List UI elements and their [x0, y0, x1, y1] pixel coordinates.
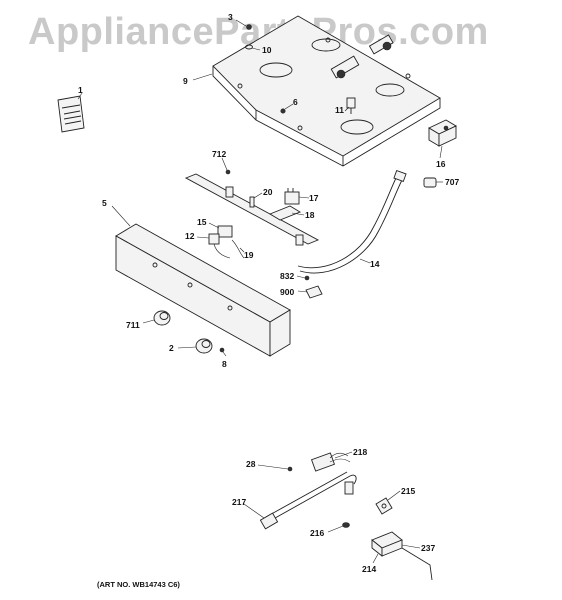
callout-18: 18	[305, 210, 315, 220]
burner-box-part[interactable]	[212, 15, 441, 167]
callout-12: 12	[185, 231, 195, 241]
owners-manual-part[interactable]	[57, 95, 85, 133]
callout-711: 711	[126, 320, 140, 330]
screw-part-3[interactable]	[246, 24, 252, 30]
callout-14: 14	[370, 259, 380, 269]
callout-15: 15	[197, 217, 207, 227]
leader-lines	[77, 19, 443, 564]
clip-part-707[interactable]	[423, 177, 437, 188]
callout-28: 28	[246, 459, 256, 469]
bracket-part-18[interactable]	[268, 205, 302, 221]
orifice-part-214[interactable]	[371, 531, 403, 557]
callout-20: 20	[263, 187, 273, 197]
callout-19: 19	[244, 250, 254, 260]
washer-part-10[interactable]	[245, 44, 253, 50]
callout-11: 11	[335, 105, 344, 115]
valve-part-15[interactable]	[217, 225, 233, 238]
callout-labels: 3109161171216707201751815121914832900711…	[78, 12, 459, 574]
valve-part-12[interactable]	[208, 233, 231, 259]
control-panel-part-5[interactable]	[115, 223, 291, 357]
valve-part-218[interactable]	[310, 452, 351, 472]
callout-712: 712	[212, 149, 226, 159]
tube-end[interactable]	[344, 481, 354, 495]
screw-part-712[interactable]	[225, 169, 231, 175]
screw-part-28[interactable]	[287, 466, 293, 472]
knob-part-711[interactable]	[153, 310, 171, 326]
callout-900: 900	[280, 287, 294, 297]
callout-832: 832	[280, 271, 294, 281]
gas-tube-part-14[interactable]	[297, 169, 407, 274]
bracket-part-215[interactable]	[375, 497, 393, 515]
bracket-part-11[interactable]	[346, 97, 356, 114]
callout-237: 237	[421, 543, 435, 553]
screw-part-6[interactable]	[280, 108, 286, 114]
callout-16: 16	[436, 159, 446, 169]
spark-module-part-16[interactable]	[428, 119, 457, 147]
callout-5: 5	[102, 198, 107, 208]
callout-6: 6	[293, 97, 298, 107]
callout-707: 707	[445, 177, 459, 187]
callout-215: 215	[401, 486, 415, 496]
knob-part-2[interactable]	[195, 338, 213, 354]
art-number: (ART NO. WB14743 C6)	[97, 580, 180, 589]
callout-3: 3	[228, 12, 233, 22]
screw-part-8[interactable]	[219, 347, 225, 353]
wire-part-19[interactable]	[231, 239, 245, 259]
callout-216: 216	[310, 528, 324, 538]
pin-part-20[interactable]	[249, 196, 255, 208]
gas-tube-part-217[interactable]	[259, 471, 357, 530]
callout-2: 2	[169, 343, 174, 353]
callout-217: 217	[232, 497, 246, 507]
switch-part-17[interactable]	[284, 188, 300, 205]
callout-9: 9	[183, 76, 188, 86]
callout-218: 218	[353, 447, 367, 457]
screw-part-832[interactable]	[304, 275, 310, 281]
nut-part-216[interactable]	[342, 522, 350, 528]
callout-17: 17	[309, 193, 319, 203]
callout-1: 1	[78, 85, 83, 95]
clamp-part-900[interactable]	[305, 285, 323, 299]
callout-10: 10	[262, 45, 272, 55]
callout-8: 8	[222, 359, 227, 369]
lead-part-237[interactable]	[401, 547, 433, 581]
callout-214: 214	[362, 564, 376, 574]
manifold-bracket[interactable]	[184, 173, 320, 246]
